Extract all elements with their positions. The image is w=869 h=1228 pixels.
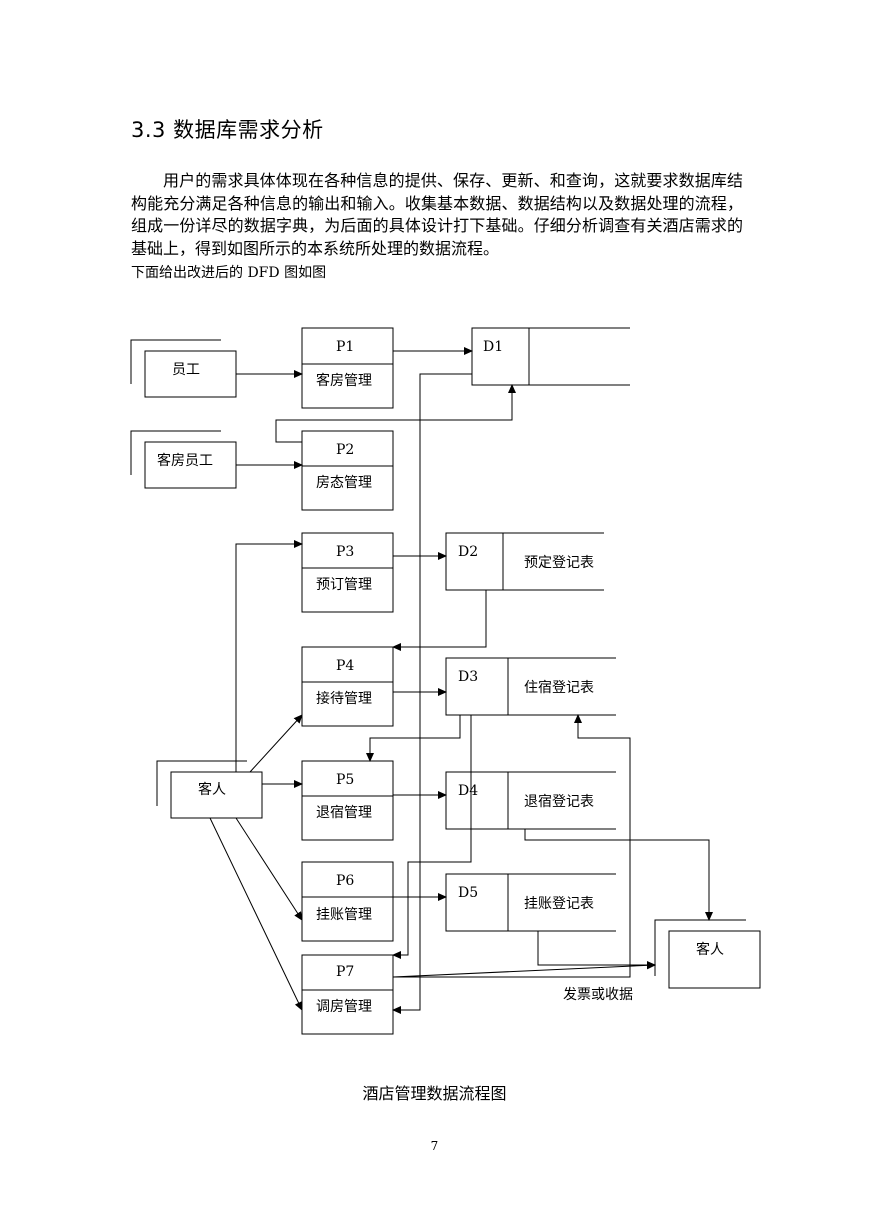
store-d4-name: 退宿登记表 [524, 793, 594, 810]
process-p3-id: P3 [336, 544, 354, 560]
store-d2-box [445, 532, 604, 591]
process-p7-box [301, 954, 394, 1035]
process-p6-name: 挂账管理 [316, 907, 372, 923]
entity-guest-source-label: 客人 [198, 781, 226, 798]
store-d5-id: D5 [458, 885, 478, 901]
flow-p7-d3 [393, 714, 631, 978]
process-p2-id: P2 [336, 442, 354, 458]
process-p7-id: P7 [336, 964, 354, 980]
entity-room-staff-label: 客房员工 [157, 452, 213, 469]
flow-d2-p4 [392, 590, 487, 651]
entity-guest-sink-label: 客人 [696, 941, 724, 958]
process-p5-box [301, 760, 394, 841]
process-p4-name: 接待管理 [316, 690, 372, 707]
store-d4-id: D4 [458, 783, 478, 799]
flow-guest-p6 [235, 817, 303, 921]
process-p2-box [301, 430, 394, 511]
process-p2-name: 房态管理 [316, 475, 372, 491]
process-p4-id: P4 [336, 658, 354, 674]
store-d3-box [445, 657, 616, 716]
process-p5-name: 退宿管理 [316, 804, 372, 821]
process-p3-name: 预订管理 [316, 577, 372, 593]
process-p1-id: P1 [336, 339, 354, 355]
store-d3-name: 住宿登记表 [524, 679, 594, 696]
page-number: 7 [430, 1139, 439, 1153]
process-p3-box [301, 532, 394, 613]
store-d4-box [445, 771, 616, 830]
store-d5-box [445, 873, 616, 932]
flow-d3-p5 [366, 715, 461, 762]
flow-guest-p3 [235, 540, 303, 772]
flow-guest-p7 [209, 817, 303, 1011]
store-d2-id: D2 [458, 544, 478, 560]
entity-guest-source [156, 760, 263, 819]
process-p6-box [301, 861, 394, 942]
store-d1-id: D1 [483, 339, 503, 355]
process-p1-box [301, 327, 394, 409]
process-p6-id: P6 [336, 873, 354, 889]
flow-d4-guest [524, 829, 713, 921]
entity-employee-label: 员工 [172, 362, 200, 378]
dfd-note: 下面给出改进后的 DFD 图如图 [131, 265, 327, 281]
flow-guest-p4 [249, 714, 303, 773]
invoice-flow-label: 发票或收据 [563, 987, 633, 1003]
process-p1-name: 客房管理 [316, 372, 372, 389]
diagram-boxes [130, 327, 761, 1035]
process-p5-id: P5 [336, 772, 354, 788]
intro-paragraph: 用户的需求具体体现在各种信息的提供、保存、更新、和查询，这就要求数据库结构能充分… [131, 171, 743, 258]
section-heading: 3.3 数据库需求分析 [131, 118, 324, 142]
flow-d5-guest [537, 931, 656, 969]
entity-guest-sink [654, 919, 761, 989]
store-d1-box [471, 327, 630, 386]
process-p7-name: 调房管理 [316, 999, 372, 1015]
store-d2-name: 预定登记表 [524, 555, 594, 571]
diagram-caption: 酒店管理数据流程图 [362, 1084, 507, 1103]
process-p4-box [301, 646, 394, 727]
flow-p2-d1 [275, 384, 516, 443]
flow-p7-guest-invoice [392, 961, 656, 978]
flow-d3-p7 [392, 715, 472, 959]
data-flows [209, 347, 713, 1014]
store-d5-name: 挂账登记表 [524, 896, 594, 912]
store-d3-id: D3 [458, 669, 478, 685]
